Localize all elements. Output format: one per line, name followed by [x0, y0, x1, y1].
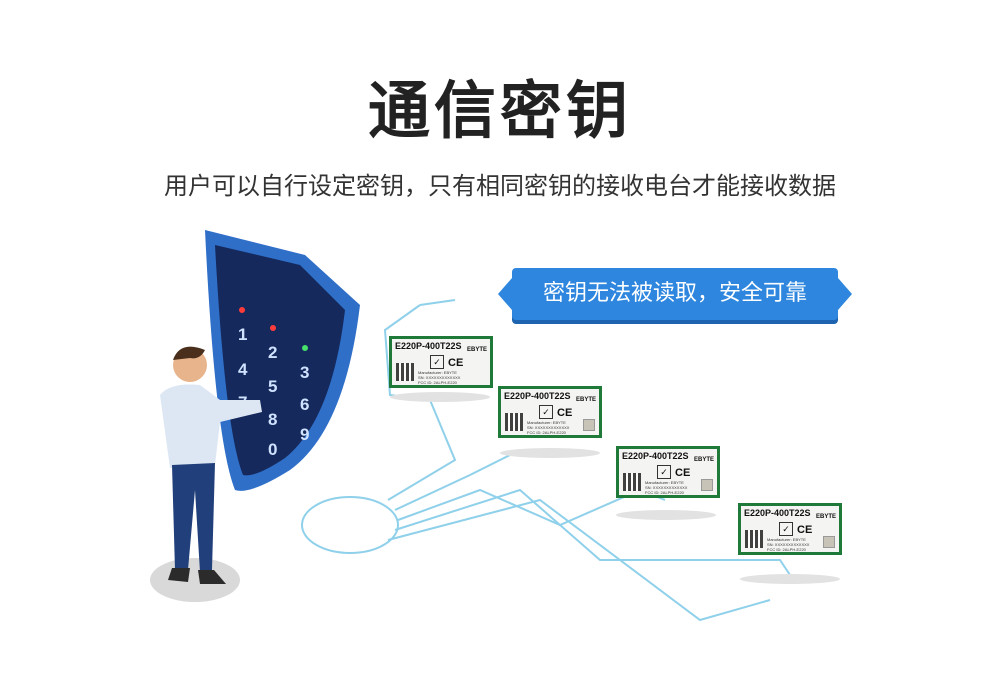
- module-brand: EBYTE: [575, 397, 596, 403]
- qr-code-icon: [396, 363, 414, 381]
- module-brand: EBYTE: [466, 347, 487, 353]
- key-5: 5: [268, 377, 277, 396]
- key-8: 8: [268, 410, 277, 429]
- ce-mark: CE: [797, 524, 813, 536]
- module-model: E220P-400T22S: [622, 451, 689, 461]
- rf-module: E220P-400T22S EBYTE ✓ CE Manufacturer: E…: [389, 336, 493, 388]
- qr-code-icon: [745, 530, 763, 548]
- key-2: 2: [268, 343, 277, 362]
- antenna-pad: [823, 536, 835, 548]
- shield-graphic: [205, 230, 360, 491]
- module-shadow: [616, 510, 716, 520]
- check-icon: ✓: [779, 522, 793, 536]
- ce-mark: CE: [675, 467, 691, 479]
- check-icon: ✓: [430, 355, 444, 369]
- page-subtitle: 用户可以自行设定密钥，只有相同密钥的接收电台才能接收数据: [164, 172, 836, 200]
- rf-module: E220P-400T22S EBYTE ✓ CE Manufacturer: E…: [616, 446, 720, 498]
- check-icon: ✓: [657, 465, 671, 479]
- key-0: 0: [268, 440, 277, 459]
- key-3: 3: [300, 363, 309, 382]
- module-model: E220P-400T22S: [504, 391, 571, 401]
- module-shadow: [390, 392, 490, 402]
- person-figure: [150, 346, 262, 602]
- rf-module: E220P-400T22S EBYTE ✓ CE Manufacturer: E…: [498, 386, 602, 438]
- key-1: 1: [238, 325, 247, 344]
- security-badge: 密钥无法被读取，安全可靠: [498, 268, 852, 320]
- module-shadow: [740, 574, 840, 584]
- key-6: 6: [300, 395, 309, 414]
- page-title: 通信密钥: [367, 74, 632, 147]
- module-model: E220P-400T22S: [395, 341, 462, 351]
- check-icon: ✓: [539, 405, 553, 419]
- module-brand: EBYTE: [815, 514, 836, 520]
- antenna-pad: [701, 479, 713, 491]
- ce-mark: CE: [557, 407, 573, 419]
- rf-module: E220P-400T22S EBYTE ✓ CE Manufacturer: E…: [738, 503, 842, 555]
- qr-code-icon: [623, 473, 641, 491]
- ce-mark: CE: [448, 357, 464, 369]
- module-shadow: [500, 448, 600, 458]
- key-4: 4: [238, 360, 248, 379]
- key-9: 9: [300, 425, 309, 444]
- antenna-pad: [583, 419, 595, 431]
- module-model: E220P-400T22S: [744, 508, 811, 518]
- module-brand: EBYTE: [693, 457, 714, 463]
- qr-code-icon: [505, 413, 523, 431]
- keypad-lights: [239, 307, 308, 351]
